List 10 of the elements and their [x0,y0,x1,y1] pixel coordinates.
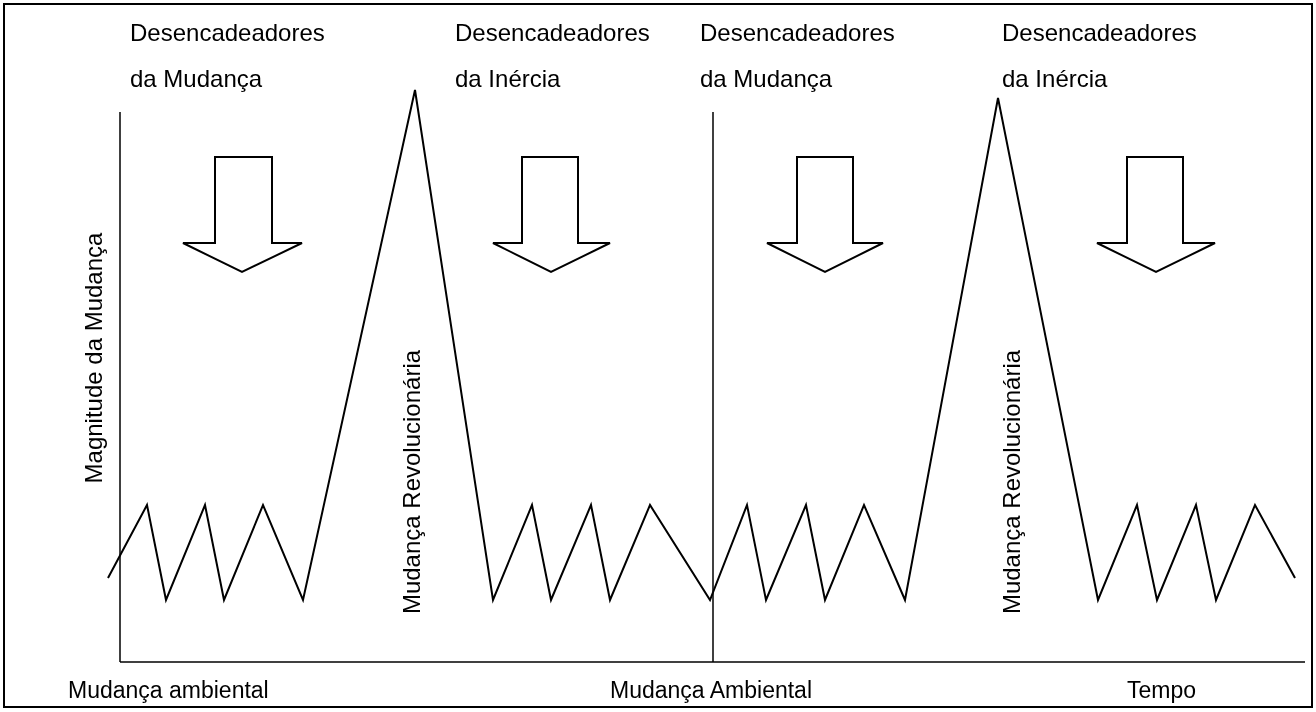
driver-label: Desencadeadores da Inércia [455,18,651,94]
axis-label: Tempo [1127,676,1197,704]
driver-label: Desencadeadores da Mudança [700,18,896,94]
axis-label: Mudança ambiental [68,676,269,704]
vertical-axis-label: Mudança Revolucionária [998,349,1026,615]
vertical-axis-label: Magnitude da Mudança [80,232,108,484]
axis-label: Mudança Ambiental [610,676,812,704]
vertical-axis-label: Mudança Revolucionária [398,349,426,615]
driver-label: Desencadeadores da Inércia [1002,18,1198,94]
driver-label: Desencadeadores da Mudança [130,18,326,94]
